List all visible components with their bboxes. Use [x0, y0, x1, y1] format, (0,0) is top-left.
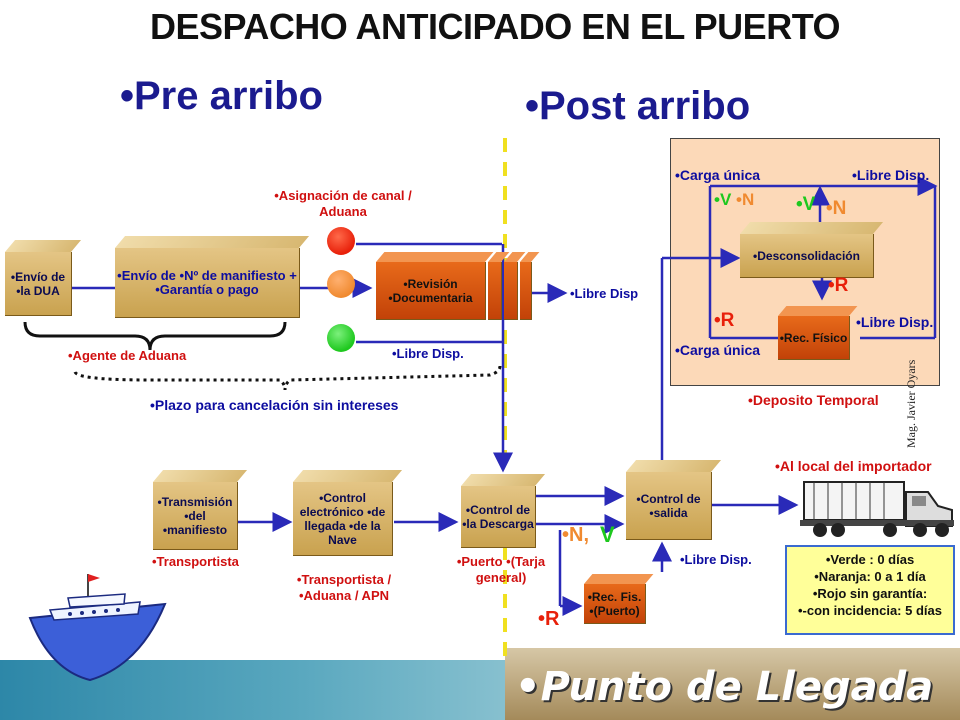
legend-incidencia: •-con incidencia: 5 días: [798, 603, 942, 618]
plazo-brace: [73, 365, 502, 391]
libre-disp-salida-label: •Libre Disp.: [680, 552, 752, 567]
side-author-text: Mag. Javier Oyars: [904, 359, 918, 448]
transportista-aduana-label: •Transportista / •Aduana / APN: [296, 572, 392, 603]
legend-rojo: •Rojo sin garantía:: [812, 586, 928, 601]
box-envio-dua: •Envío de •la DUA: [5, 252, 72, 316]
agente-label: •Agente de Aduana: [68, 348, 187, 363]
legend-box: •Verde : 0 días •Naranja: 0 a 1 día •Roj…: [785, 545, 955, 635]
box-desconsolidacion: •Desconsolidación: [740, 234, 874, 278]
phase-post-arribo: •Post arribo: [525, 84, 751, 128]
box-rec-fisico: •Rec. Físico: [778, 316, 850, 360]
ship-icon: [28, 574, 167, 682]
legend-verde: •Verde : 0 días: [825, 552, 915, 567]
box-envio-manifiesto: •Envío de •Nº de manifiesto + •Garantía …: [115, 248, 300, 318]
v-mid-label: •V: [796, 194, 816, 215]
revision-stack-2: [488, 262, 502, 320]
box-rec-fis-puerto: •Rec. Fis. •(Puerto): [584, 584, 646, 624]
legend-naranja: •Naranja: 0 a 1 día: [814, 569, 926, 584]
plazo-label: •Plazo para cancelación sin intereses: [150, 397, 399, 413]
box-control-salida: •Control de •salida: [626, 472, 712, 540]
footer-title: •Punto de Llegada: [515, 664, 934, 710]
box-transmision: •Transmisión •del •manifiesto: [153, 482, 238, 550]
nv-v-label: V: [600, 522, 615, 547]
al-local-label: •Al local del importador: [775, 458, 932, 474]
v-left-label: •V: [714, 190, 732, 209]
phase-pre-arribo: •Pre arribo: [120, 74, 323, 118]
green-light-icon: [327, 324, 355, 352]
asignacion-label: •Asignación de canal / Aduana: [274, 188, 412, 219]
n-mid-label: •N: [826, 198, 847, 219]
box-control-llegada: •Control electrónico •de llegada •de la …: [293, 482, 393, 556]
orange-light-icon: [327, 270, 355, 298]
puerto-label: •Puerto •(Tarja general): [456, 554, 546, 585]
carga-unica-top-label: •Carga única: [675, 167, 761, 183]
libre-disp-rec-label: •Libre Disp.: [856, 314, 934, 330]
transportista-label: •Transportista: [152, 554, 239, 569]
box-revision-documentaria: •Revisión •Documentaria: [376, 262, 486, 320]
libre-disp-top-label: •Libre Disp.: [852, 167, 930, 183]
libre-disp-revision-label: •Libre Disp: [570, 286, 639, 301]
r-left-label: •R: [714, 310, 735, 331]
n-left-label: •N: [736, 190, 755, 209]
agent-brace: [23, 321, 287, 351]
r-bottom-label: •R: [538, 608, 560, 630]
nv-n-label: •N,: [562, 524, 590, 546]
page-title: DESPACHO ANTICIPADO EN EL PUERTO: [149, 6, 841, 47]
truck-icon: [800, 481, 954, 537]
revision-stack-4: [520, 262, 532, 320]
red-light-icon: [327, 227, 355, 255]
libre-disp-verde-label: •Libre Disp.: [392, 346, 464, 361]
carga-unica-bottom-label: •Carga única: [675, 342, 761, 358]
revision-stack-3: [504, 262, 518, 320]
deposito-label: •Deposito Temporal: [748, 392, 879, 408]
footer-band: [505, 648, 960, 720]
box-control-descarga: •Control de •la Descarga: [461, 486, 536, 548]
r-mid-label: •R: [828, 275, 849, 296]
